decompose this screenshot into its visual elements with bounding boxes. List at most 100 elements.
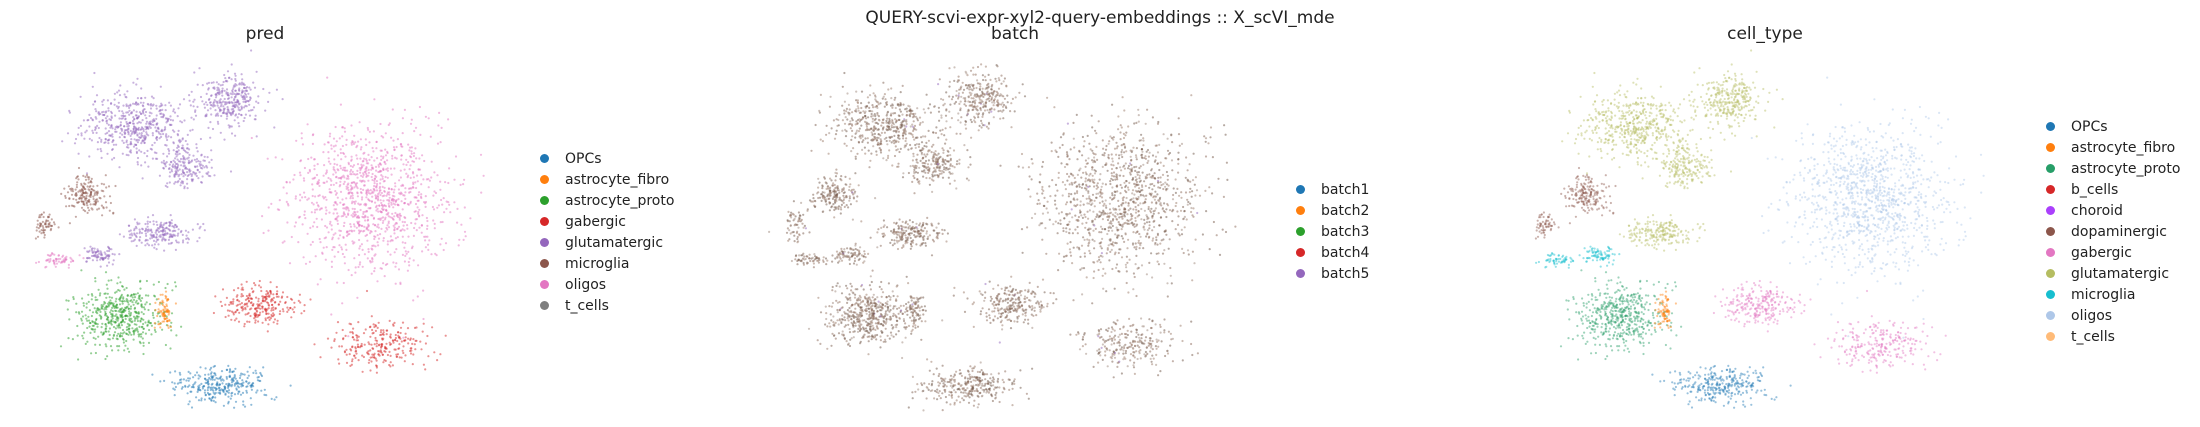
- point-cluster: [860, 216, 949, 257]
- point-cluster: [790, 252, 837, 269]
- legend-label: astrocyte_fibro: [565, 171, 670, 188]
- point-cluster: [1618, 214, 1706, 252]
- point-cluster: [61, 71, 226, 175]
- point-cluster: [141, 133, 233, 190]
- panel-title: batch: [991, 24, 1039, 44]
- point-cluster: [153, 290, 177, 329]
- panel-title: cell_type: [1727, 24, 1803, 44]
- figure-suptitle: QUERY-scvi-expr-xyl2-query-embeddings ::…: [865, 8, 1335, 28]
- legend-marker-icon: [2046, 164, 2055, 173]
- legend-item: glutamatergic: [2046, 263, 2180, 284]
- legend-label: dopaminergic: [2071, 223, 2167, 240]
- legend-label: b_cells: [2071, 181, 2119, 198]
- legend-item: oligos: [540, 274, 674, 295]
- legend-label: OPCs: [565, 150, 602, 167]
- panel-title: pred: [245, 24, 285, 44]
- point-cluster: [907, 358, 1034, 412]
- point-cluster: [1688, 49, 1784, 138]
- point-cluster: [800, 168, 877, 221]
- point-cluster: [1560, 166, 1617, 225]
- legend-item: astrocyte_fibro: [2046, 137, 2180, 158]
- legend-label: oligos: [2071, 307, 2113, 324]
- embedding-scatter-cell-type: [1534, 49, 1985, 409]
- legend-label: batch5: [1321, 265, 1370, 282]
- legend-item: astrocyte_fibro: [540, 169, 674, 190]
- point-cluster: [313, 289, 447, 374]
- legend-marker-icon: [2046, 290, 2055, 299]
- legend-marker-icon: [1296, 206, 1305, 215]
- point-cluster: [952, 275, 1058, 344]
- legend-item: astrocyte_proto: [540, 190, 674, 211]
- point-cluster: [1559, 269, 1683, 361]
- legend-item: oligos: [2046, 305, 2180, 326]
- point-cluster: [1653, 290, 1677, 329]
- point-cluster: [1535, 252, 1585, 269]
- legend-marker-icon: [540, 175, 549, 184]
- legend-marker-icon: [1296, 269, 1305, 278]
- legend-label: batch4: [1321, 244, 1370, 261]
- legend-label: glutamatergic: [2071, 265, 2170, 282]
- legend-item: dopaminergic: [2046, 221, 2180, 242]
- legend-marker-icon: [2046, 311, 2055, 320]
- legend-item: glutamatergic: [540, 232, 674, 253]
- legend-marker-icon: [540, 259, 549, 268]
- legend-batch: batch1 batch2 batch3 batch4 batch5: [1296, 179, 1369, 284]
- point-cluster: [1813, 289, 1947, 374]
- legend-item: OPCs: [540, 148, 674, 169]
- legend-marker-icon: [2046, 206, 2055, 215]
- point-cluster: [60, 166, 117, 225]
- point-cluster: [35, 252, 85, 269]
- legend-item: gabergic: [540, 211, 674, 232]
- legend-marker-icon: [2046, 332, 2055, 341]
- legend-label: oligos: [565, 276, 607, 293]
- point-cluster: [118, 214, 206, 252]
- legend-item: OPCs: [2046, 116, 2180, 137]
- point-cluster: [1561, 71, 1726, 175]
- legend-marker-icon: [540, 154, 549, 163]
- point-cluster: [1069, 317, 1199, 379]
- legend-label: astrocyte_proto: [2071, 160, 2181, 177]
- point-cluster: [212, 279, 312, 333]
- legend-marker-icon: [540, 280, 549, 289]
- legend-item: microglia: [540, 253, 674, 274]
- legend-marker-icon: [2046, 269, 2055, 278]
- legend-marker-icon: [2046, 143, 2055, 152]
- point-cluster: [34, 211, 60, 240]
- point-cluster: [831, 242, 870, 266]
- legend-label: astrocyte_fibro: [2071, 139, 2176, 156]
- point-cluster: [902, 134, 972, 195]
- legend-marker-icon: [1296, 248, 1305, 257]
- legend-marker-icon: [1296, 227, 1305, 236]
- point-cluster: [904, 295, 927, 341]
- point-cluster: [250, 76, 485, 339]
- legend-label: OPCs: [2071, 118, 2108, 135]
- legend-label: gabergic: [565, 213, 626, 230]
- legend-cell-type: OPCs astrocyte_fibro astrocyte_proto b_cell…: [2046, 116, 2180, 347]
- legend-item: choroid: [2046, 200, 2180, 221]
- legend-item: gabergic: [2046, 242, 2180, 263]
- legend-label: batch3: [1321, 223, 1370, 240]
- legend-marker-icon: [540, 238, 549, 247]
- point-cluster: [1750, 76, 1985, 339]
- legend-label: microglia: [565, 255, 630, 272]
- embedding-scatter-batch: [768, 63, 1237, 412]
- legend-label: choroid: [2071, 202, 2123, 219]
- legend-item: batch2: [1296, 200, 1369, 221]
- point-cluster: [935, 94, 1237, 338]
- legend-item: microglia: [2046, 284, 2180, 305]
- legend-marker-icon: [2046, 185, 2055, 194]
- legend-marker-icon: [2046, 227, 2055, 236]
- point-cluster: [1651, 364, 1792, 409]
- legend-item: t_cells: [540, 295, 674, 316]
- legend-label: t_cells: [2071, 328, 2115, 345]
- legend-marker-icon: [540, 196, 549, 205]
- legend-marker-icon: [2046, 122, 2055, 131]
- point-cluster: [151, 364, 292, 409]
- point-cluster: [768, 200, 811, 244]
- legend-label: astrocyte_proto: [565, 192, 675, 209]
- legend-label: t_cells: [565, 297, 609, 314]
- legend-item: batch5: [1296, 263, 1369, 284]
- legend-label: batch2: [1321, 202, 1370, 219]
- legend-item: batch1: [1296, 179, 1369, 200]
